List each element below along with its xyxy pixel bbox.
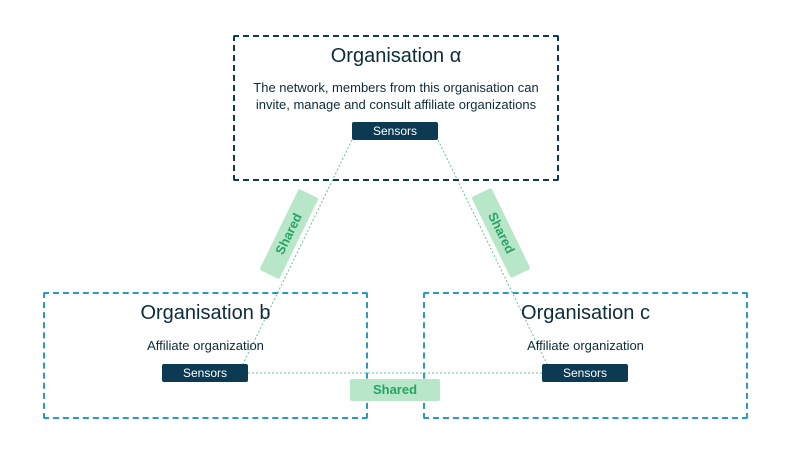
organisation-alpha-sensors[interactable]: Sensors	[352, 122, 438, 140]
organisation-c-box: Organisation c Affiliate organization	[423, 292, 748, 419]
organisation-b-description: Affiliate organization	[147, 338, 264, 353]
organisation-c-title: Organisation c	[521, 302, 650, 324]
shared-label-b-c: Shared	[350, 379, 440, 401]
organisation-b-title: Organisation b	[140, 302, 271, 324]
organisation-alpha-box: Organisation α The network, members from…	[233, 35, 559, 181]
organisation-c-description: Affiliate organization	[527, 338, 644, 353]
organisation-alpha-description-line2: invite, manage and consult affiliate org…	[255, 97, 537, 112]
organisation-alpha-description-line1: The network, members from this organisat…	[253, 80, 539, 95]
organisation-b-sensors[interactable]: Sensors	[162, 364, 248, 382]
organisation-c-sensors[interactable]: Sensors	[542, 364, 628, 382]
organisation-b-box: Organisation b Affiliate organization	[43, 292, 368, 419]
link-alpha-b	[242, 139, 353, 365]
link-alpha-c	[437, 139, 548, 365]
organisation-alpha-title: Organisation α	[330, 45, 462, 67]
